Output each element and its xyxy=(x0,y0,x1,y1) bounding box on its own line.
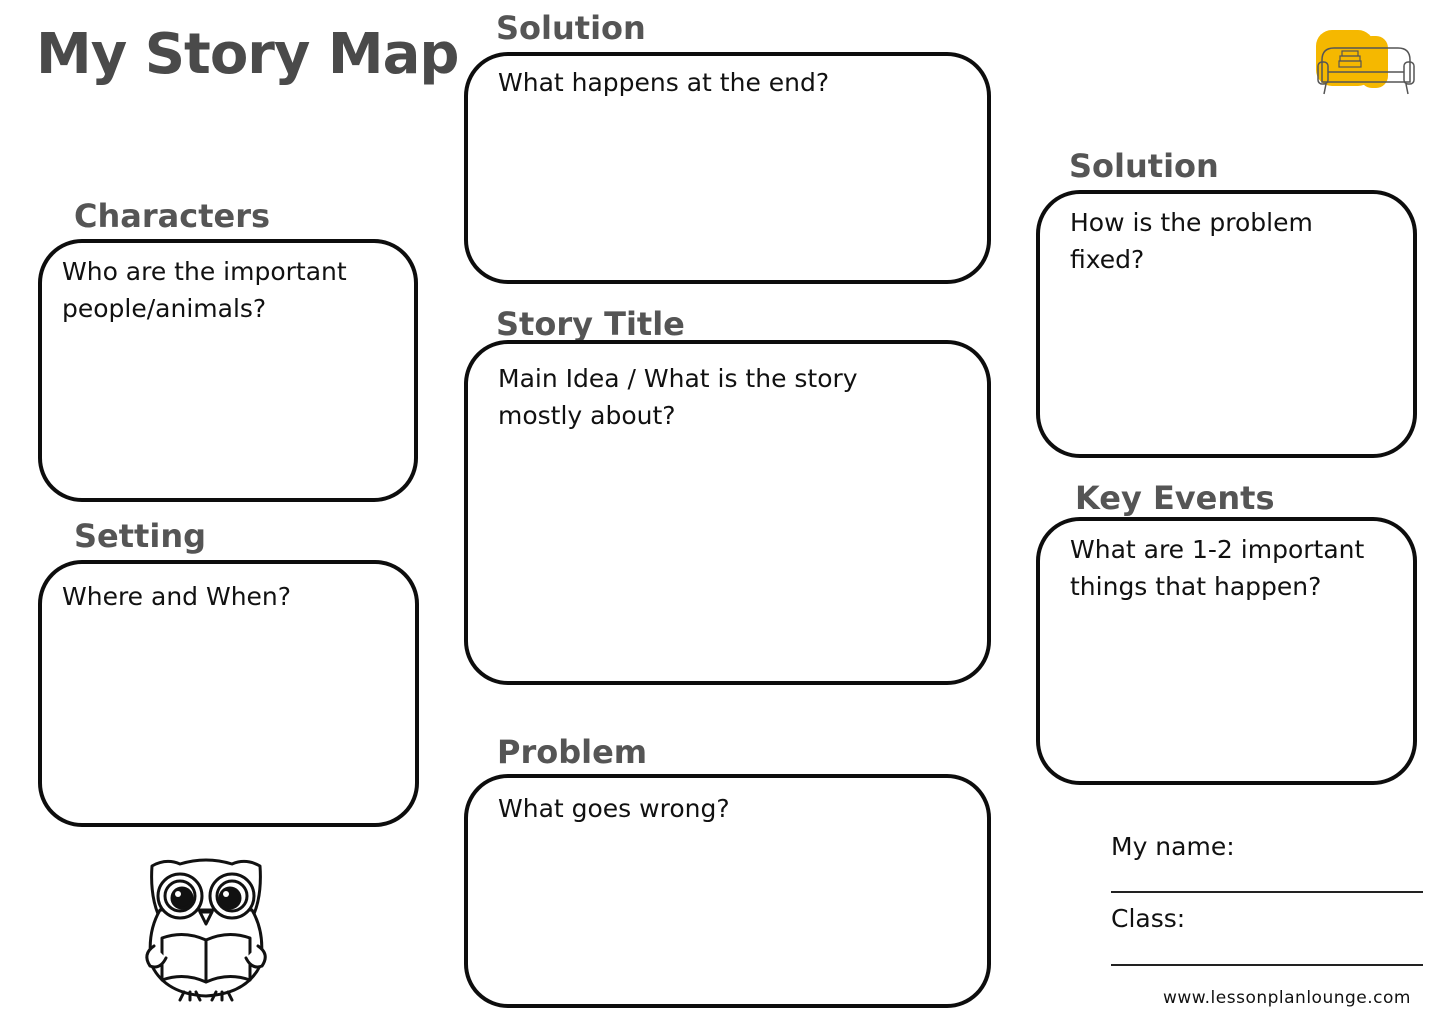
owl-reading-book-icon xyxy=(145,858,267,1002)
key-events-prompt: What are 1-2 important things that happe… xyxy=(1070,535,1365,601)
setting-heading: Setting xyxy=(74,517,206,555)
characters-box[interactable]: Who are the important people/animals? xyxy=(38,239,418,502)
sofa-with-books-icon xyxy=(1316,30,1415,95)
solution-fix-box[interactable]: How is the problem fixed? xyxy=(1036,190,1417,458)
page-title: My Story Map xyxy=(36,22,460,87)
website-url: www.lessonplanlounge.com xyxy=(1163,988,1411,1008)
problem-heading: Problem xyxy=(497,733,648,771)
solution-end-heading: Solution xyxy=(496,9,646,47)
my-name-line[interactable] xyxy=(1111,891,1423,893)
setting-prompt: Where and When? xyxy=(62,582,292,611)
key-events-box[interactable]: What are 1-2 important things that happe… xyxy=(1036,517,1417,785)
characters-heading: Characters xyxy=(74,197,271,235)
story-title-prompt: Main Idea / What is the story mostly abo… xyxy=(498,364,858,430)
class-label: Class: xyxy=(1111,904,1186,933)
solution-fix-heading: Solution xyxy=(1069,147,1219,185)
story-title-heading: Story Title xyxy=(496,305,685,343)
my-name-label: My name: xyxy=(1111,832,1235,861)
characters-prompt: Who are the important people/animals? xyxy=(62,257,347,323)
solution-end-box[interactable]: What happens at the end? xyxy=(464,52,991,284)
solution-end-prompt: What happens at the end? xyxy=(498,68,830,97)
problem-prompt: What goes wrong? xyxy=(498,794,730,823)
problem-box[interactable]: What goes wrong? xyxy=(464,774,991,1008)
story-title-box[interactable]: Main Idea / What is the story mostly abo… xyxy=(464,340,991,685)
setting-box[interactable]: Where and When? xyxy=(38,560,419,827)
solution-fix-prompt: How is the problem fixed? xyxy=(1070,208,1313,274)
key-events-heading: Key Events xyxy=(1075,479,1275,517)
class-line[interactable] xyxy=(1111,964,1423,966)
